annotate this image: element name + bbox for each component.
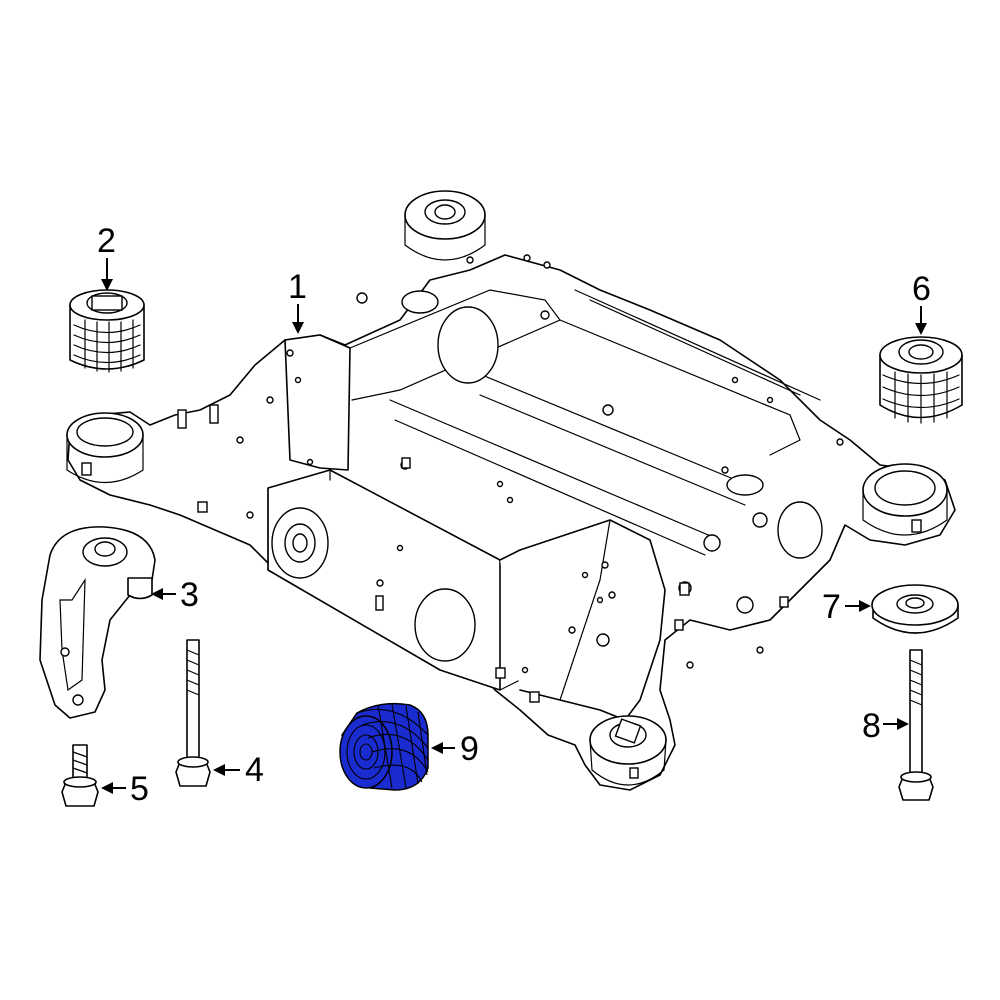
subframe[interactable]: [66, 190, 956, 791]
callout-label-8: 8: [862, 707, 881, 745]
callout-6: 6: [912, 270, 931, 335]
callout-7: 7: [822, 588, 871, 626]
callout-8: 8: [862, 707, 909, 745]
bushing-left[interactable]: [69, 289, 145, 373]
callout-label-4: 4: [245, 751, 264, 789]
callout-9: 9: [431, 730, 479, 768]
callout-label-1: 1: [288, 268, 307, 306]
callout-label-7: 7: [822, 588, 841, 626]
callout-label-2: 2: [97, 222, 116, 260]
callout-label-3: 3: [180, 576, 199, 614]
bushing-right[interactable]: [879, 336, 963, 424]
callout-label-6: 6: [912, 270, 931, 308]
callout-label-9: 9: [460, 730, 479, 768]
bolt-right[interactable]: [898, 649, 934, 801]
bracket[interactable]: [39, 526, 156, 719]
callout-1: 1: [288, 268, 307, 334]
callout-5: 5: [101, 770, 149, 808]
callout-label-5: 5: [130, 770, 149, 808]
callout-3: 3: [151, 576, 199, 614]
callout-2: 2: [97, 222, 116, 291]
bushing-highlighted[interactable]: [339, 702, 429, 791]
washer[interactable]: [871, 584, 959, 634]
bolt-short[interactable]: [61, 744, 99, 807]
bolt-long[interactable]: [175, 639, 211, 787]
callout-4: 4: [213, 751, 264, 789]
